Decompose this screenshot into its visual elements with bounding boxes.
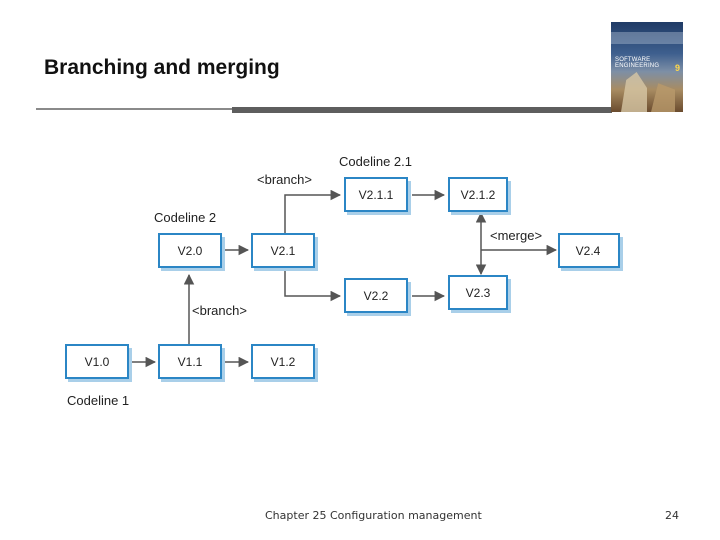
version-box-v2.1.2: V2.1.2 [448, 177, 511, 215]
version-box-v2.1: V2.1 [251, 233, 318, 271]
version-box-v1.2: V1.2 [251, 344, 318, 382]
slide-title: Branching and merging [44, 56, 280, 79]
codeline-2.1-label: Codeline 2.1 [339, 154, 412, 169]
version-label: V2.1.1 [359, 188, 394, 202]
arrow-v2.1-v2.1.1 [284, 189, 342, 233]
version-label: V2.1 [271, 244, 296, 258]
version-label: V2.0 [178, 244, 203, 258]
branch-label-lower: <branch> [192, 303, 247, 318]
version-box-v1.0: V1.0 [65, 344, 132, 382]
version-label: V1.2 [271, 355, 296, 369]
codeline-1-label: Codeline 1 [67, 393, 129, 408]
book-cover-image: SOFTWARE ENGINEERING 9 [611, 22, 683, 112]
version-label: V2.3 [466, 286, 491, 300]
version-label: V2.4 [576, 244, 601, 258]
slide-footer: Chapter 25 Configuration management [265, 509, 482, 522]
version-label: V1.0 [85, 355, 110, 369]
version-box-v1.1: V1.1 [158, 344, 225, 382]
version-box-v2.3: V2.3 [448, 275, 511, 313]
version-box-v2.4: V2.4 [558, 233, 623, 271]
title-underline-thin [36, 108, 234, 110]
version-label: V1.1 [178, 355, 203, 369]
arrow-v2.1-v2.2 [284, 268, 342, 302]
book-cover-title: SOFTWARE ENGINEERING [615, 57, 660, 69]
version-box-v2.2: V2.2 [344, 278, 411, 316]
branch-label-upper: <branch> [257, 172, 312, 187]
version-label: V2.1.2 [461, 188, 496, 202]
title-underline-thick [232, 107, 612, 113]
page-number: 24 [665, 509, 679, 522]
merge-label: <merge> [490, 228, 542, 243]
version-box-v2.0: V2.0 [158, 233, 225, 271]
codeline-2-label: Codeline 2 [154, 210, 216, 225]
book-cover-edition: 9 [674, 63, 680, 73]
version-label: V2.2 [364, 289, 389, 303]
version-box-v2.1.1: V2.1.1 [344, 177, 411, 215]
